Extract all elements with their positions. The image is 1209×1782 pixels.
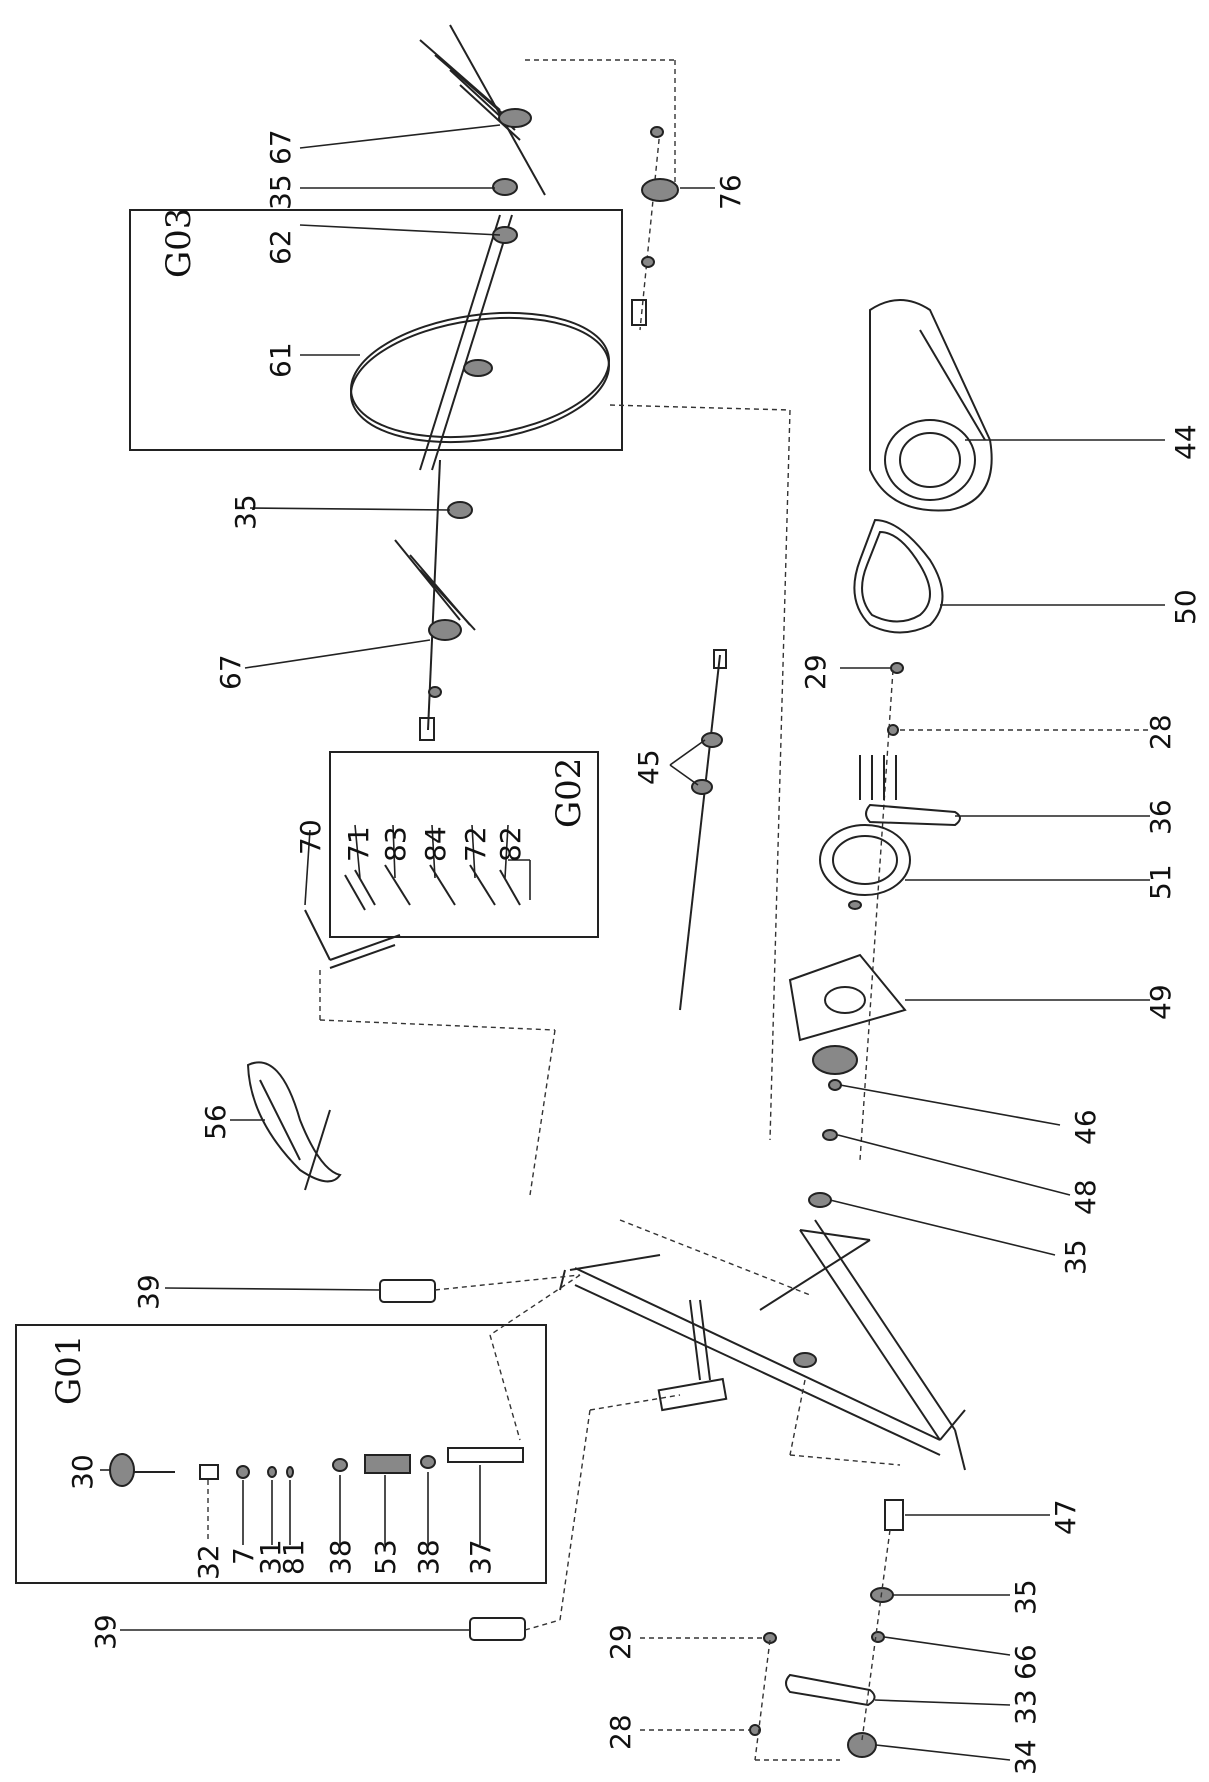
label-36: 36	[1144, 799, 1177, 835]
label-38b: 38	[412, 1539, 445, 1575]
label-76: 76	[714, 174, 747, 210]
label-30: 30	[66, 1454, 99, 1490]
label-56: 56	[199, 1104, 232, 1140]
label-38a: 38	[324, 1539, 357, 1575]
label-32: 32	[192, 1544, 225, 1580]
label-84: 84	[419, 826, 452, 862]
label-53: 53	[369, 1539, 402, 1575]
label-83: 83	[379, 826, 412, 862]
part-49-plate	[788, 953, 907, 1075]
part-61-flywheel	[349, 214, 611, 471]
part-46-spindle	[828, 1079, 842, 1091]
part-39-handle-top	[379, 1279, 436, 1303]
label-7: 7	[227, 1547, 260, 1565]
group-label-g02: G02	[549, 758, 589, 828]
label-45: 45	[632, 749, 665, 785]
lower-bracket-assembly	[394, 459, 476, 741]
label-82: 82	[494, 826, 527, 862]
label-29a: 29	[799, 654, 832, 690]
group-label-g01: G01	[49, 1335, 89, 1405]
group-g02-parts	[344, 864, 521, 911]
label-39a: 39	[132, 1274, 165, 1310]
part-48-washer	[822, 1129, 838, 1141]
top-bracket-assembly	[419, 24, 676, 196]
label-44: 44	[1169, 424, 1202, 460]
label-46: 46	[1069, 1109, 1102, 1145]
label-35b: 35	[229, 494, 262, 530]
part-51-chainring	[819, 824, 911, 910]
label-72: 72	[459, 826, 492, 862]
label-37: 37	[464, 1539, 497, 1575]
label-35c: 35	[1059, 1239, 1092, 1275]
label-51: 51	[1144, 864, 1177, 900]
label-28a: 28	[1144, 714, 1177, 750]
part-33-crank	[785, 1673, 876, 1707]
part-66-washer	[871, 1631, 885, 1643]
part-28-washer	[887, 724, 899, 736]
label-62: 62	[264, 229, 297, 265]
part-50-belt	[853, 518, 944, 634]
part-39-handle-bottom	[469, 1617, 526, 1641]
group-box-g01	[15, 1324, 547, 1584]
label-67b: 67	[214, 654, 247, 690]
part-47-sleeve	[884, 1499, 904, 1531]
part-70-linkage	[304, 909, 556, 1196]
group-label-g03: G03	[159, 208, 199, 278]
group-g01-parts	[109, 1447, 524, 1487]
frame	[559, 1219, 966, 1471]
group-box-g03	[129, 209, 623, 451]
label-35a: 35	[264, 174, 297, 210]
part-36-crank	[859, 755, 961, 827]
label-31: 31	[254, 1539, 287, 1575]
label-29b: 29	[604, 1624, 637, 1660]
label-66: 66	[1009, 1644, 1042, 1680]
label-48: 48	[1069, 1179, 1102, 1215]
part-76-wheel	[631, 126, 679, 331]
part-45-bearings	[679, 649, 727, 1011]
label-50: 50	[1169, 589, 1202, 625]
label-49: 49	[1144, 984, 1177, 1020]
part-44-chain-guard	[869, 299, 993, 512]
group-box-g02	[329, 751, 599, 938]
part-29-nut	[890, 662, 904, 674]
label-28b: 28	[604, 1714, 637, 1750]
label-71: 71	[342, 826, 375, 862]
label-70: 70	[294, 819, 327, 855]
label-81: 81	[277, 1539, 310, 1575]
part-56-seat	[246, 1061, 342, 1191]
label-35d: 35	[1009, 1579, 1042, 1615]
label-39b: 39	[89, 1614, 122, 1650]
label-34: 34	[1009, 1739, 1042, 1775]
part-35-bearing	[808, 1192, 832, 1208]
label-67a: 67	[264, 129, 297, 165]
label-61: 61	[264, 342, 297, 378]
label-47: 47	[1049, 1499, 1082, 1535]
label-33: 33	[1009, 1689, 1042, 1725]
